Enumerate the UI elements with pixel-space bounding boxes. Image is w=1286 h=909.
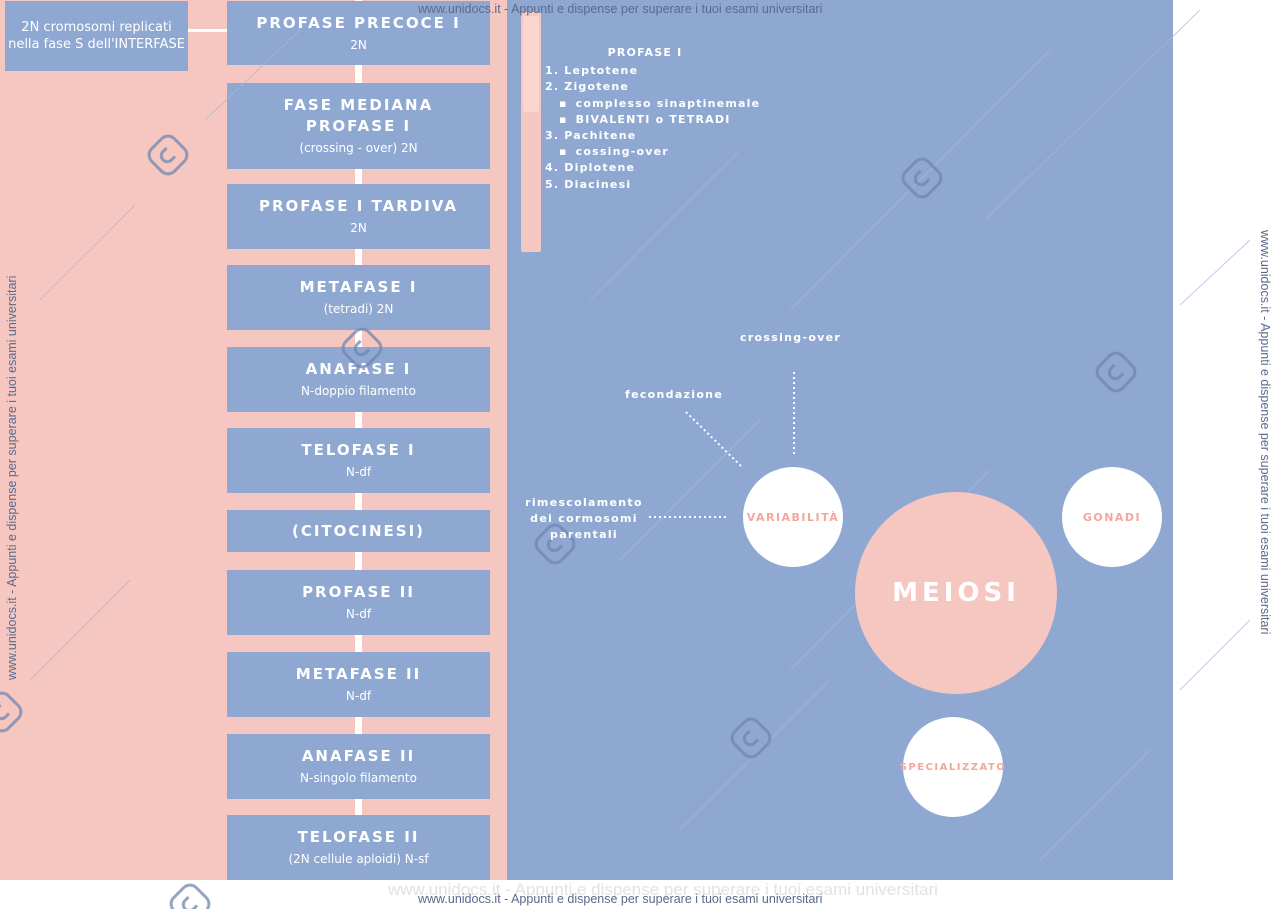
phase-title: TELOFASE II <box>297 828 420 846</box>
phase-subtitle: (2N cellule aploidi) N-sf <box>288 852 429 866</box>
profase-panel-scroll-thumb[interactable] <box>523 16 539 112</box>
phase-box-profase-ii: PROFASE II N-df <box>227 570 490 635</box>
phase-subtitle: 2N <box>350 37 367 52</box>
profase-i-panel: PROFASE I 1. Leptotene 2. Zigotene compl… <box>545 45 785 193</box>
phase-subtitle: N-df <box>345 607 372 621</box>
phase-box-telofase-i: TELOFASE I N-df <box>227 428 490 493</box>
watermark-left: www.unidocs.it - Appunti e dispense per … <box>5 275 19 680</box>
specializzato-node: SPECIALIZZATO <box>900 717 1005 817</box>
watermark-bottom: www.unidocs.it - Appunti e dispense per … <box>418 892 823 906</box>
watermark-right: www.unidocs.it - Appunti e dispense per … <box>1258 230 1272 635</box>
phase-title: (CITOCINESI) <box>291 521 426 540</box>
phase-box-citocinesi: (CITOCINESI) <box>227 510 490 552</box>
phase-title: ANAFASE II <box>301 747 416 765</box>
phase-subtitle: N-doppio filamento <box>301 384 416 398</box>
interphase-note-text: 2N cromosomi replicati nella fase S dell… <box>8 19 185 53</box>
phase-box-metafase-ii: METAFASE II N-df <box>227 652 490 717</box>
profase-item: 3. Pachitene <box>545 129 637 143</box>
phase-box-profase-precoce-i: PROFASE PRECOCE I 2N <box>227 1 490 65</box>
phase-box-telofase-ii: TELOFASE II (2N cellule aploidi) N-sf <box>227 815 490 880</box>
phase-subtitle: 2N <box>350 221 367 235</box>
phase-title: FASE MEDIANA PROFASE I <box>283 96 434 135</box>
label-fecondazione: fecondazione <box>625 388 724 401</box>
profase-item: 4. Diplotene <box>545 161 636 175</box>
watermark-logos <box>0 134 1137 909</box>
interphase-connector <box>188 29 228 32</box>
profase-item: 5. Diacinesi <box>545 177 632 191</box>
variabilita-node: VARIABILITÀ <box>743 467 843 567</box>
profase-subitem: cossing-over <box>545 144 785 160</box>
phase-title: METAFASE II <box>295 665 422 683</box>
profase-item: 2. Zigotene <box>545 80 630 94</box>
phase-box-metafase-i: METAFASE I (tetradi) 2N <box>227 265 490 330</box>
meiosi-node: MEIOSI <box>855 492 1057 694</box>
connector-fecondazione <box>685 411 744 469</box>
phase-box-profase-i-tardiva: PROFASE I TARDIVA 2N <box>227 184 490 249</box>
phase-box-anafase-i: ANAFASE I N-doppio filamento <box>227 347 490 412</box>
gonadi-node: GONADI <box>1062 467 1162 567</box>
label-crossing-over: crossing-over <box>740 331 842 344</box>
variabilita-label: VARIABILITÀ <box>746 510 840 524</box>
phase-subtitle: N-df <box>345 689 372 703</box>
watermark-top: www.unidocs.it - Appunti e dispense per … <box>418 2 823 16</box>
meiosi-label: MEIOSI <box>892 578 1020 608</box>
interphase-note: 2N cromosomi replicati nella fase S dell… <box>5 1 188 71</box>
phase-title: PROFASE PRECOCE I <box>256 13 461 32</box>
phase-subtitle: (crossing - over) 2N <box>299 141 418 155</box>
gonadi-label: GONADI <box>1082 510 1142 524</box>
profase-item: 1. Leptotene <box>545 64 639 78</box>
phase-title: PROFASE II <box>302 583 415 601</box>
phase-box-anafase-ii: ANAFASE II N-singolo filamento <box>227 734 490 799</box>
label-rimescolamento: rimescolamento dei cormosomi parentali <box>525 496 643 541</box>
phase-subtitle: N-df <box>345 465 372 479</box>
phase-title: PROFASE I TARDIVA <box>259 197 458 215</box>
watermark-lines <box>29 9 1251 861</box>
phase-title: METAFASE I <box>299 278 418 296</box>
profase-subitem: BIVALENTI o TETRADI <box>545 112 785 128</box>
profase-panel-title: PROFASE I <box>607 46 683 59</box>
phase-title: ANAFASE I <box>305 360 412 378</box>
specializzato-label: SPECIALIZZATO <box>899 761 1007 773</box>
phase-title: TELOFASE I <box>301 441 416 459</box>
phase-subtitle: (tetradi) 2N <box>323 302 394 316</box>
watermark-bottom-faint: www.unidocs.it - Appunti e dispense per … <box>388 880 938 899</box>
profase-subitem: complesso sinaptinemale <box>545 96 785 112</box>
phase-subtitle: N-singolo filamento <box>300 771 417 785</box>
phase-box-fase-mediana-profase-i: FASE MEDIANA PROFASE I (crossing - over)… <box>227 83 490 169</box>
